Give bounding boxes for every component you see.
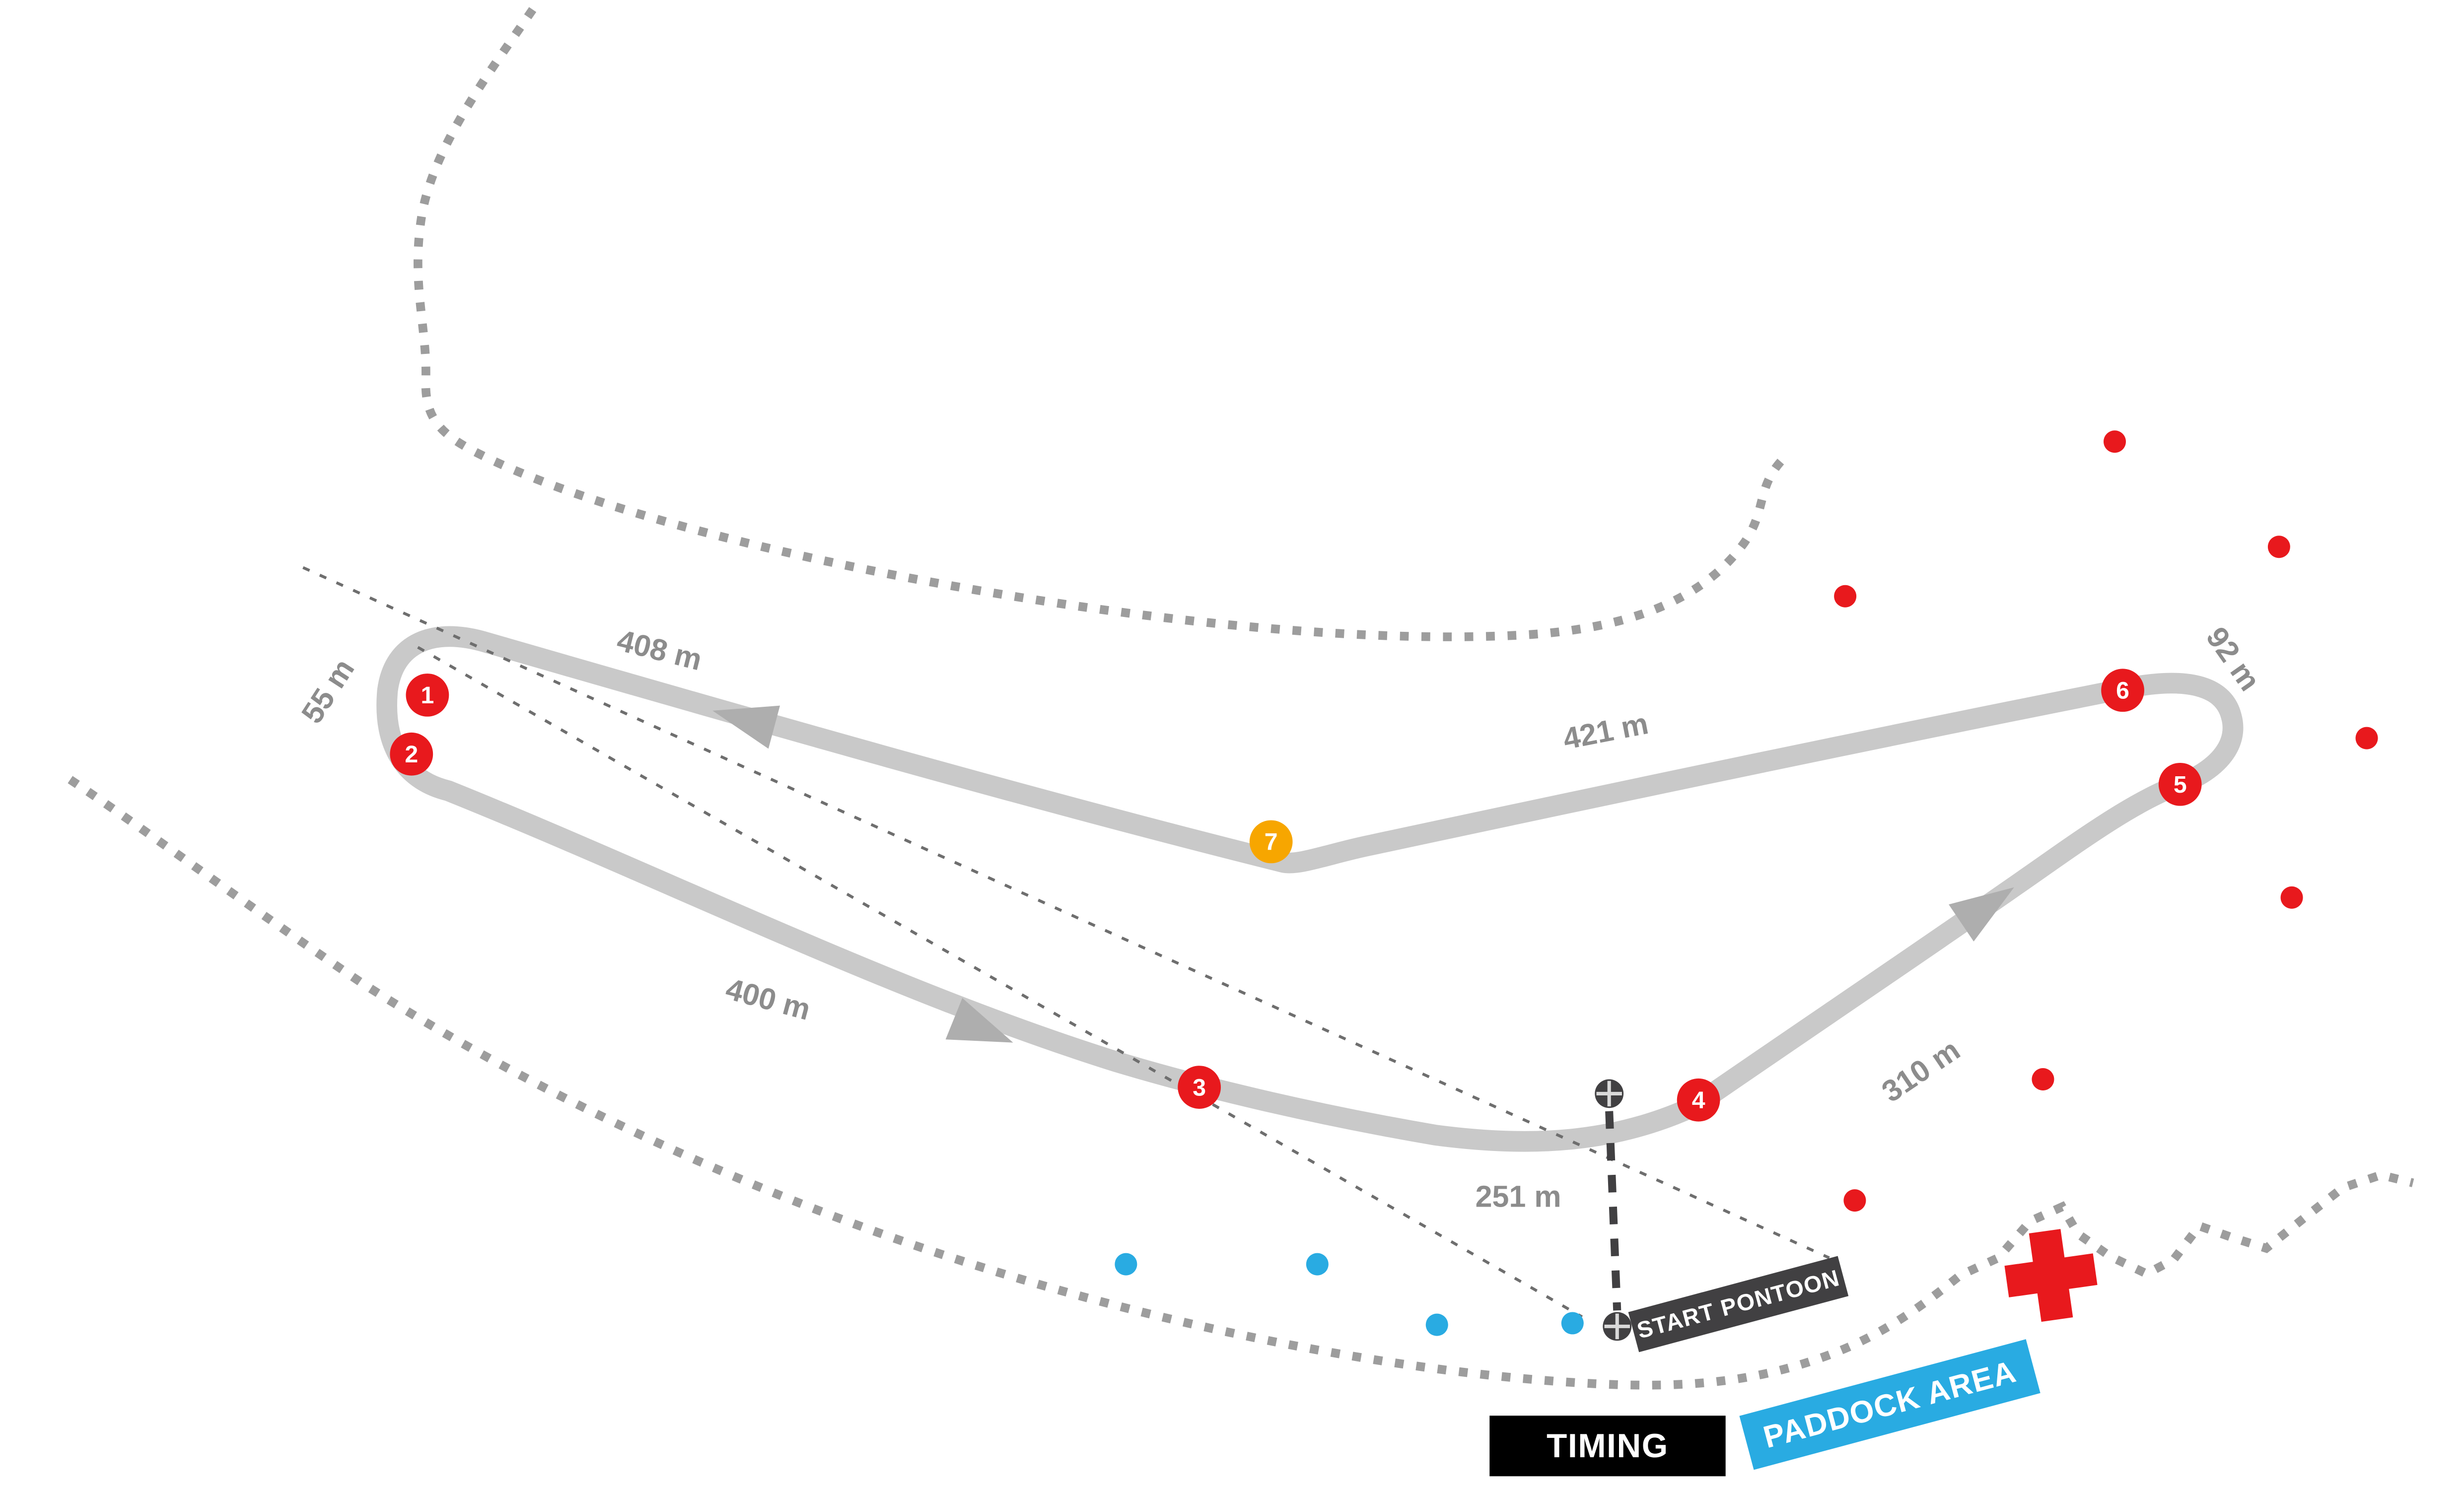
sight-line-inner [417, 646, 1583, 1318]
distance-label-310m: 310 m [1876, 1033, 1966, 1109]
distance-label-251m: 251 m [1476, 1179, 1561, 1213]
turn-circle [1677, 1078, 1720, 1122]
direction-arrow-right-straight [1949, 887, 2014, 942]
start-pontoon-banner-bg [1628, 1256, 1849, 1353]
turn-marker-7: 7 [1249, 820, 1293, 864]
start-line-dashed [1605, 1111, 1621, 1311]
turn-circle [1178, 1066, 1221, 1109]
turn-number: 5 [2174, 771, 2187, 798]
timing-banner: TIMING [1489, 1416, 1726, 1477]
timing-label: TIMING [1547, 1427, 1669, 1465]
turn-marker-3: 3 [1178, 1066, 1221, 1109]
distance-label-408m: 408 m [614, 623, 705, 677]
turn-number: 7 [1265, 829, 1278, 856]
red-buoy-dot [1834, 585, 1857, 608]
distance-label-55m: 55 m [295, 653, 361, 729]
shoreline-lower-dotted-line [68, 776, 2414, 1390]
turn-marker-4: 4 [1677, 1078, 1720, 1122]
red-buoy-dot [2267, 536, 2290, 558]
distance-label-400m: 400 m [722, 972, 814, 1026]
turn-marker-5: 5 [2158, 762, 2202, 806]
paddock-area-banner: PADDOCK AREA [1739, 1339, 2041, 1470]
red-buoy-dot [2032, 1068, 2054, 1091]
turn-number: 1 [421, 682, 434, 709]
turn-marker-1: 1 [406, 674, 449, 717]
distance-label-421m: 421 m [1560, 706, 1651, 756]
direction-arrow-bottom-straight [945, 998, 1013, 1043]
sight-line-outer [302, 566, 1830, 1259]
turn-marker-2: 2 [390, 732, 433, 776]
blue-buoy-dot [1306, 1253, 1329, 1276]
red-buoy-dot [2104, 430, 2126, 453]
medical-cross-icon [2004, 1229, 2098, 1322]
turn-number: 4 [1692, 1087, 1705, 1114]
red-buoy-dot [1843, 1189, 1866, 1212]
red-buoy-dot [2355, 727, 2378, 749]
timing-banner-bg [1489, 1416, 1726, 1477]
direction-arrow-top-straight [712, 705, 780, 749]
turn-number: 2 [405, 741, 418, 768]
red-buoy-dot [2280, 886, 2303, 909]
blue-buoy-dot [1561, 1312, 1584, 1335]
turn-number: 6 [2116, 677, 2129, 704]
blue-buoy-dot [1425, 1313, 1448, 1336]
blue-buoy-dot [1115, 1253, 1137, 1276]
turn-number: 3 [1193, 1074, 1206, 1101]
buoy-layer [1115, 430, 2378, 1336]
track-crosshair-marker [1595, 1079, 1624, 1108]
turn-circle [390, 732, 433, 776]
paddock-area-banner-bg [1739, 1339, 2041, 1470]
turn-circle [2101, 669, 2144, 712]
turn-marker-6: 6 [2101, 669, 2144, 712]
pontoon-crosshair-marker [1603, 1312, 1632, 1341]
crosshair-cross [1596, 1081, 1622, 1107]
turn-circle [406, 674, 449, 717]
turn-circle [1249, 820, 1293, 864]
shoreline-upper-dotted-line [414, 7, 1793, 641]
crosshair-cross [1604, 1313, 1630, 1340]
turn-circle [2158, 762, 2202, 806]
start-pontoon-banner: START PONTOON [1628, 1256, 1849, 1353]
